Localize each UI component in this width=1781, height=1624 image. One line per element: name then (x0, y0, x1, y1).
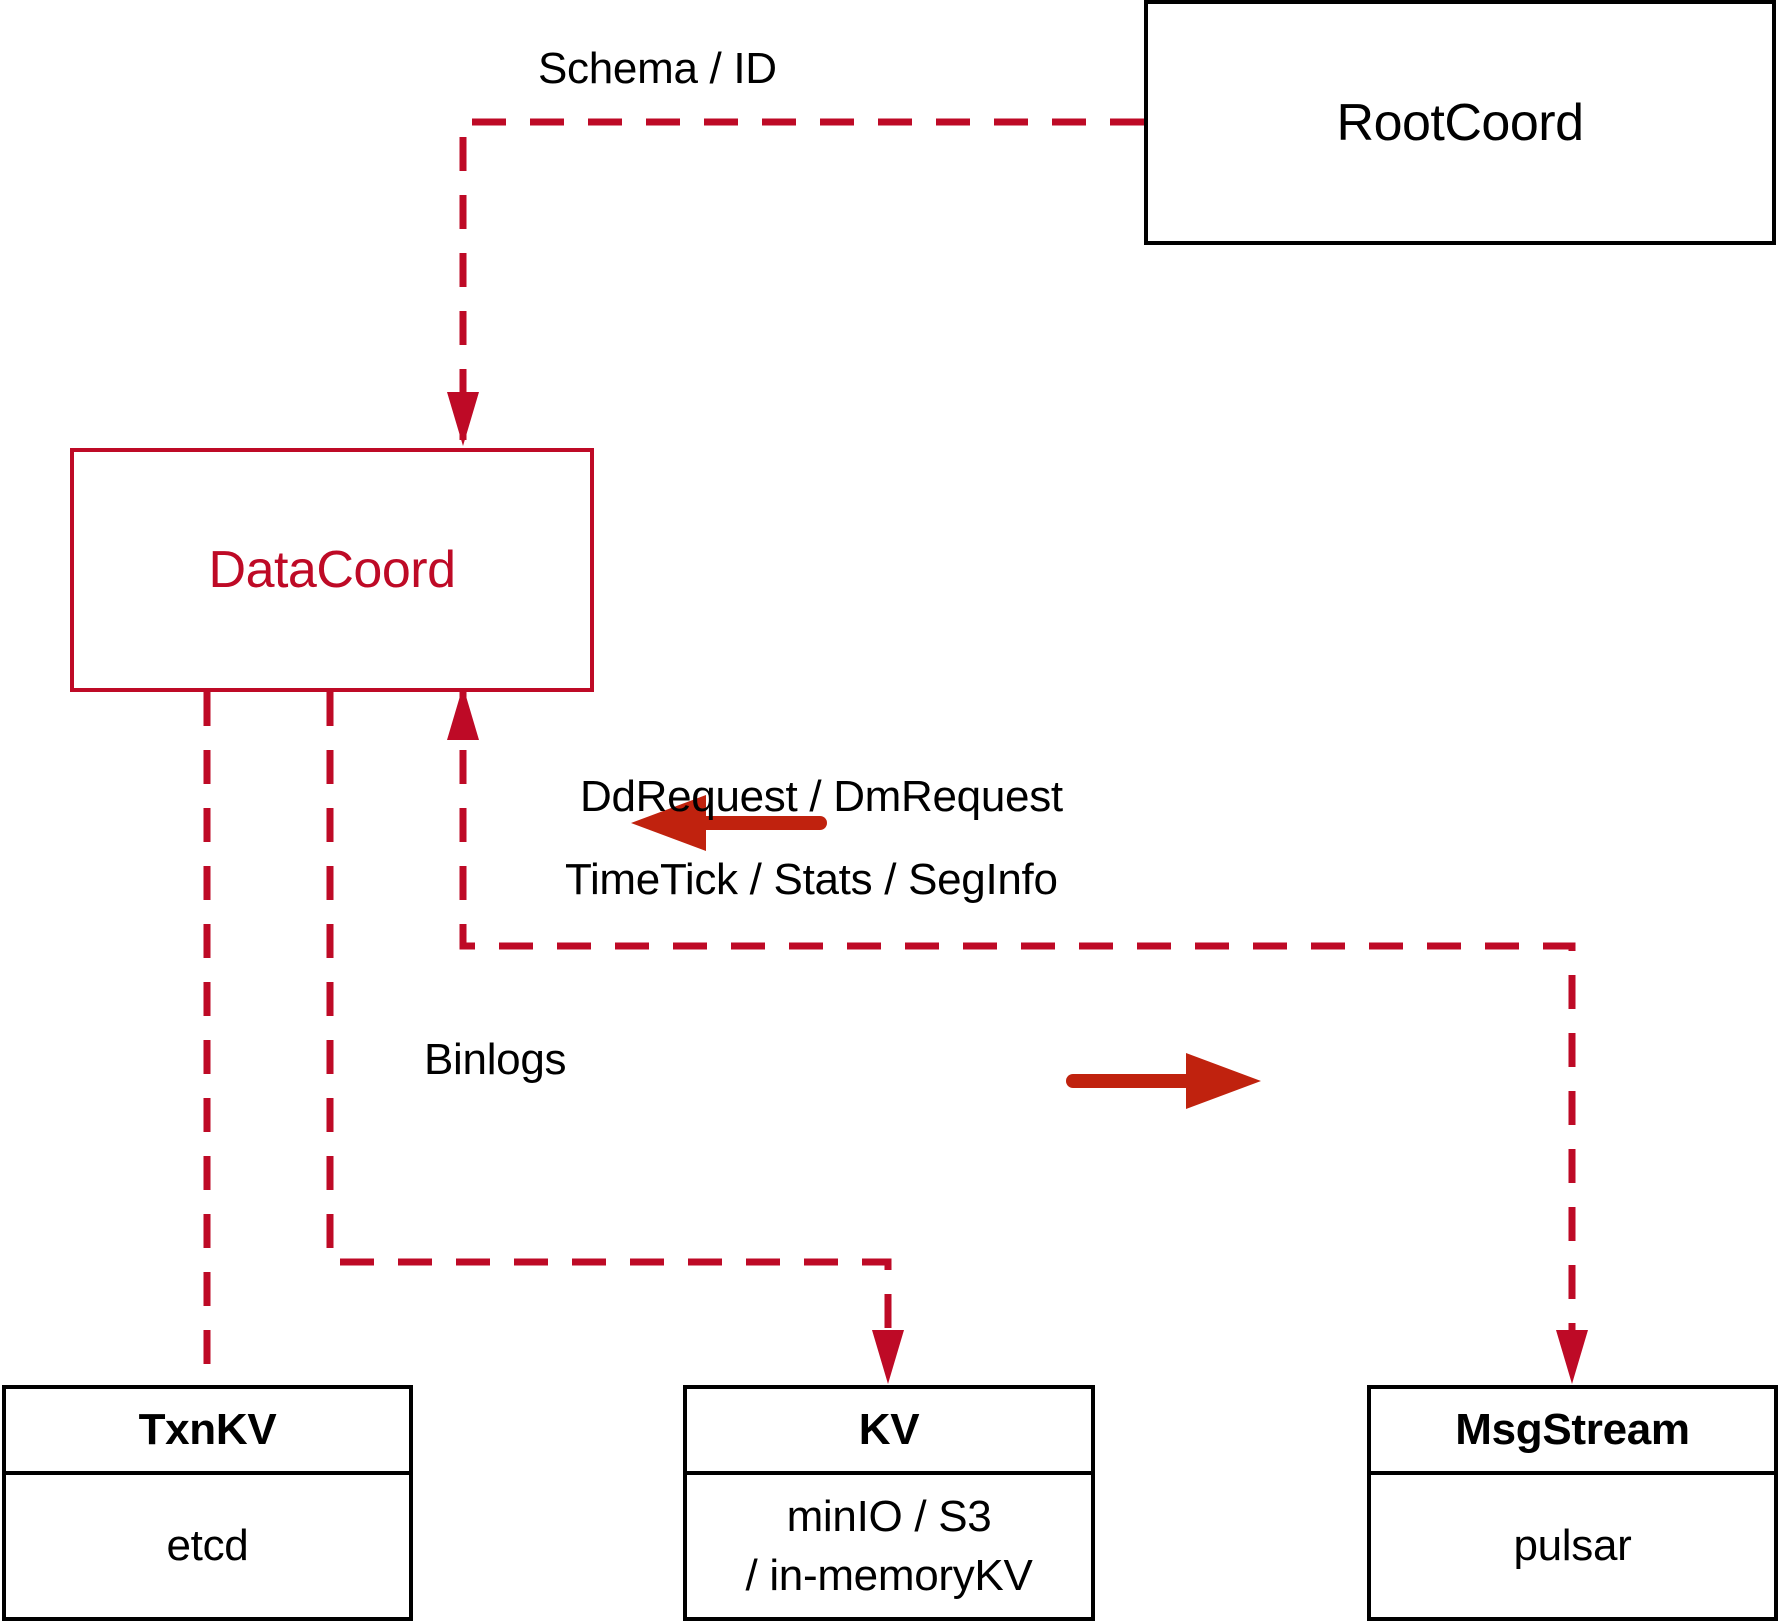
node-kv-impl-0: minIO / S3 (786, 1491, 992, 1541)
node-datacoord-label: DataCoord (208, 541, 456, 599)
edge-datacoord-to-kv (326, 692, 904, 1384)
arrowhead-down-kv (872, 1330, 904, 1384)
node-rootcoord-label: RootCoord (1336, 93, 1584, 152)
node-txnkv-body: etcd (6, 1475, 409, 1617)
edge-label-schema-id: Schema / ID (538, 44, 777, 93)
node-datacoord[interactable]: DataCoord (70, 448, 594, 692)
node-txnkv-title: TxnKV (6, 1389, 409, 1475)
node-kv-body: minIO / S3 / in-memoryKV (687, 1475, 1091, 1617)
arrowhead-down-datacoord (447, 392, 479, 446)
direction-arrow-left (631, 795, 827, 851)
node-txnkv-impl-0: etcd (166, 1521, 249, 1571)
node-msgstream[interactable]: MsgStream pulsar (1367, 1385, 1778, 1621)
node-kv[interactable]: KV minIO / S3 / in-memoryKV (683, 1385, 1095, 1621)
arrowhead-up-datacoord (447, 686, 479, 740)
arrowhead-down-msgstream (1556, 1330, 1588, 1384)
node-kv-impl-1: / in-memoryKV (745, 1551, 1033, 1600)
direction-arrow-right (1066, 1053, 1261, 1109)
edge-label-dd-dm-request: DdRequest / DmRequest (580, 772, 1063, 821)
edge-rootcoord-to-datacoord (447, 118, 1144, 446)
edge-label-binlogs: Binlogs (424, 1035, 567, 1084)
node-msgstream-impl-0: pulsar (1513, 1521, 1632, 1571)
edge-datacoord-msgstream (447, 686, 1588, 1384)
edge-label-timetick-stats-seginfo: TimeTick / Stats / SegInfo (565, 855, 1058, 904)
node-kv-title: KV (687, 1389, 1091, 1475)
node-msgstream-title: MsgStream (1371, 1389, 1774, 1475)
node-rootcoord[interactable]: RootCoord (1144, 0, 1776, 245)
node-txnkv[interactable]: TxnKV etcd (2, 1385, 413, 1621)
node-msgstream-body: pulsar (1371, 1475, 1774, 1617)
